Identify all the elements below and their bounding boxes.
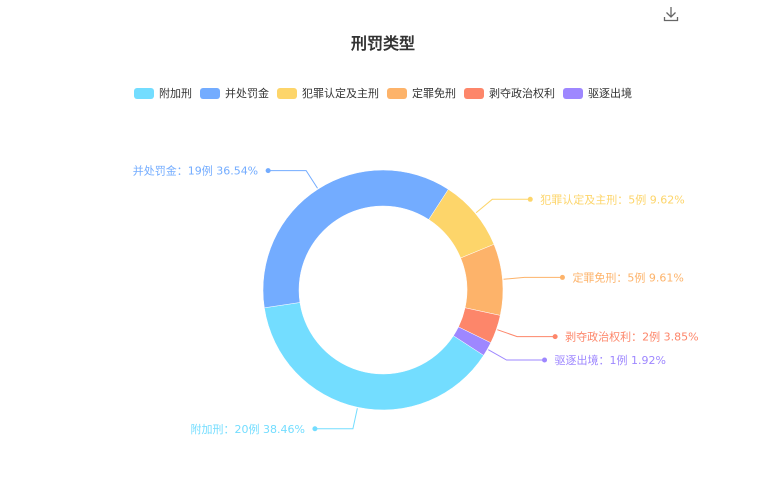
download-button[interactable] xyxy=(661,4,681,24)
slice-data-label: 并处罚金：19例 36.54% xyxy=(133,164,258,178)
download-icon xyxy=(663,7,679,22)
legend-item[interactable]: 附加刑 xyxy=(134,85,192,101)
leader-line xyxy=(314,408,358,430)
leader-dot xyxy=(265,168,271,174)
leader-dot xyxy=(559,274,565,280)
chart-legend: 附加刑 并处罚金 犯罪认定及主刑 定罪免刑 剥夺政治权利 驱逐出境 xyxy=(0,85,766,101)
donut-slice[interactable] xyxy=(264,302,484,411)
slice-data-label: 附加刑：20例 38.46% xyxy=(190,422,304,436)
leader-line xyxy=(503,276,563,280)
legend-swatch xyxy=(464,87,484,99)
legend-swatch xyxy=(200,87,220,99)
legend-label: 定罪免刑 xyxy=(412,87,456,100)
donut-slice[interactable] xyxy=(453,326,492,356)
leader-line xyxy=(475,198,531,214)
leader-line xyxy=(488,349,545,361)
legend-item[interactable]: 定罪免刑 xyxy=(387,85,456,101)
legend-item[interactable]: 犯罪认定及主刑 xyxy=(277,85,379,101)
legend-label: 附加刑 xyxy=(159,87,192,100)
legend-label: 驱逐出境 xyxy=(588,87,632,100)
legend-item[interactable]: 驱逐出境 xyxy=(563,85,632,101)
legend-item[interactable]: 并处罚金 xyxy=(200,85,269,101)
leader-dot xyxy=(552,334,558,340)
leader-line xyxy=(497,329,556,338)
legend-swatch xyxy=(563,87,583,99)
donut-slice[interactable] xyxy=(262,169,449,309)
chart-title: 刑罚类型 xyxy=(350,34,415,53)
legend-swatch xyxy=(387,87,407,99)
leader-dot xyxy=(542,357,548,363)
slice-data-label: 犯罪认定及主刑：5例 9.62% xyxy=(540,192,684,206)
legend-label: 犯罪认定及主刑 xyxy=(302,87,379,100)
leader-dot xyxy=(312,426,318,432)
slice-data-label: 驱逐出境：1例 1.92% xyxy=(555,353,666,367)
legend-swatch xyxy=(277,87,297,99)
legend-label: 并处罚金 xyxy=(225,87,269,100)
legend-swatch xyxy=(134,87,154,99)
slice-data-label: 剥夺政治权利：2例 3.85% xyxy=(565,330,698,344)
leader-line xyxy=(268,170,318,189)
slice-data-label: 定罪免刑：5例 9.61% xyxy=(572,270,683,284)
legend-item[interactable]: 剥夺政治权利 xyxy=(464,85,555,101)
leader-dot xyxy=(527,196,533,202)
legend-label: 剥夺政治权利 xyxy=(489,87,555,100)
